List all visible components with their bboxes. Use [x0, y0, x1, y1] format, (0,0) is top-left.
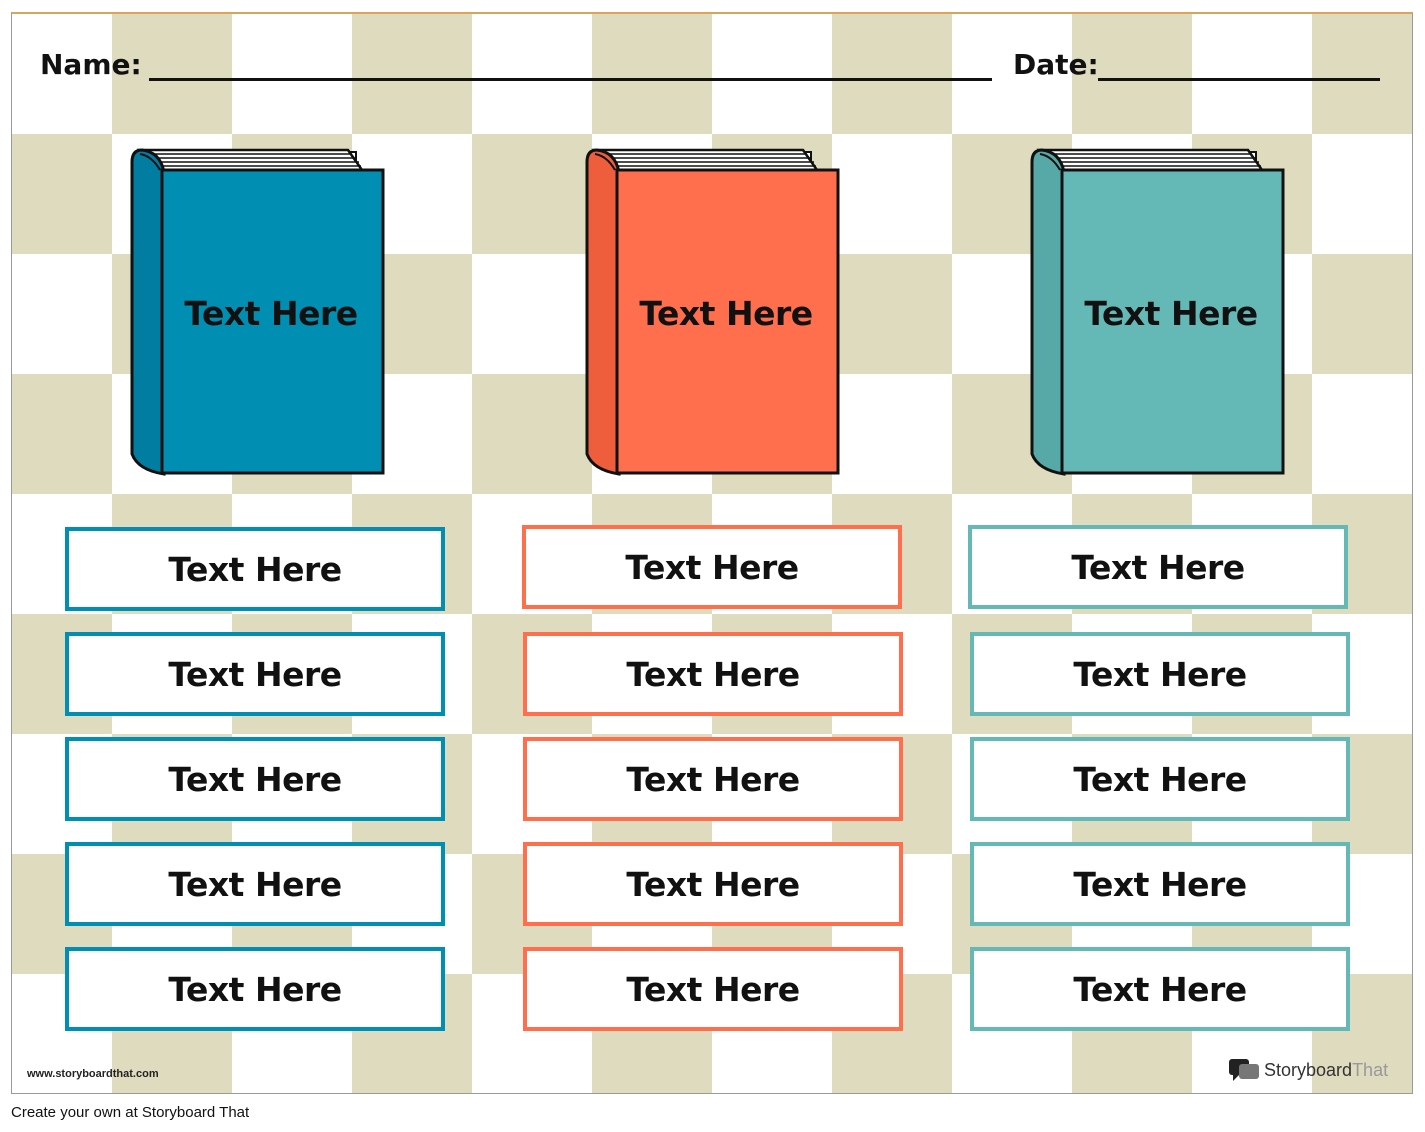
text-box[interactable]: Text Here — [523, 737, 903, 821]
header-row: Name: Date: — [12, 14, 1412, 132]
text-box[interactable]: Text Here — [968, 525, 1348, 609]
text-box[interactable]: Text Here — [970, 947, 1350, 1031]
book-title[interactable]: Text Here — [184, 294, 358, 333]
text-box[interactable]: Text Here — [523, 632, 903, 716]
logo-main-text: Storyboard — [1264, 1059, 1353, 1080]
date-line[interactable] — [1098, 78, 1380, 81]
worksheet-page: Name: Date: Text Here — [11, 12, 1413, 1094]
book-title[interactable]: Text Here — [639, 294, 813, 333]
name-line[interactable] — [149, 78, 992, 81]
text-box[interactable]: Text Here — [522, 525, 902, 609]
credit-text: Create your own at Storyboard That — [11, 1104, 250, 1121]
book-icon — [1030, 148, 1285, 476]
text-box[interactable]: Text Here — [523, 842, 903, 926]
book-icon — [585, 148, 840, 476]
text-box[interactable]: Text Here — [970, 737, 1350, 821]
book-blue: Text Here — [130, 144, 386, 476]
book-icon — [130, 148, 385, 476]
text-box[interactable]: Text Here — [970, 632, 1350, 716]
text-box[interactable]: Text Here — [65, 842, 445, 926]
text-box[interactable]: Text Here — [523, 947, 903, 1031]
logo-suffix-text: That — [1352, 1059, 1389, 1080]
text-box[interactable]: Text Here — [65, 947, 445, 1031]
book-teal: Text Here — [1030, 144, 1286, 476]
footer-url[interactable]: www.storyboardthat.com — [27, 1068, 159, 1080]
text-box[interactable]: Text Here — [65, 527, 445, 611]
book-title[interactable]: Text Here — [1084, 294, 1258, 333]
date-label: Date: — [1013, 48, 1099, 81]
speech-bubble-icon — [1229, 1059, 1259, 1081]
text-box[interactable]: Text Here — [65, 632, 445, 716]
text-box[interactable]: Text Here — [970, 842, 1350, 926]
name-label: Name: — [40, 48, 142, 81]
text-box[interactable]: Text Here — [65, 737, 445, 821]
book-orange: Text Here — [585, 144, 841, 476]
